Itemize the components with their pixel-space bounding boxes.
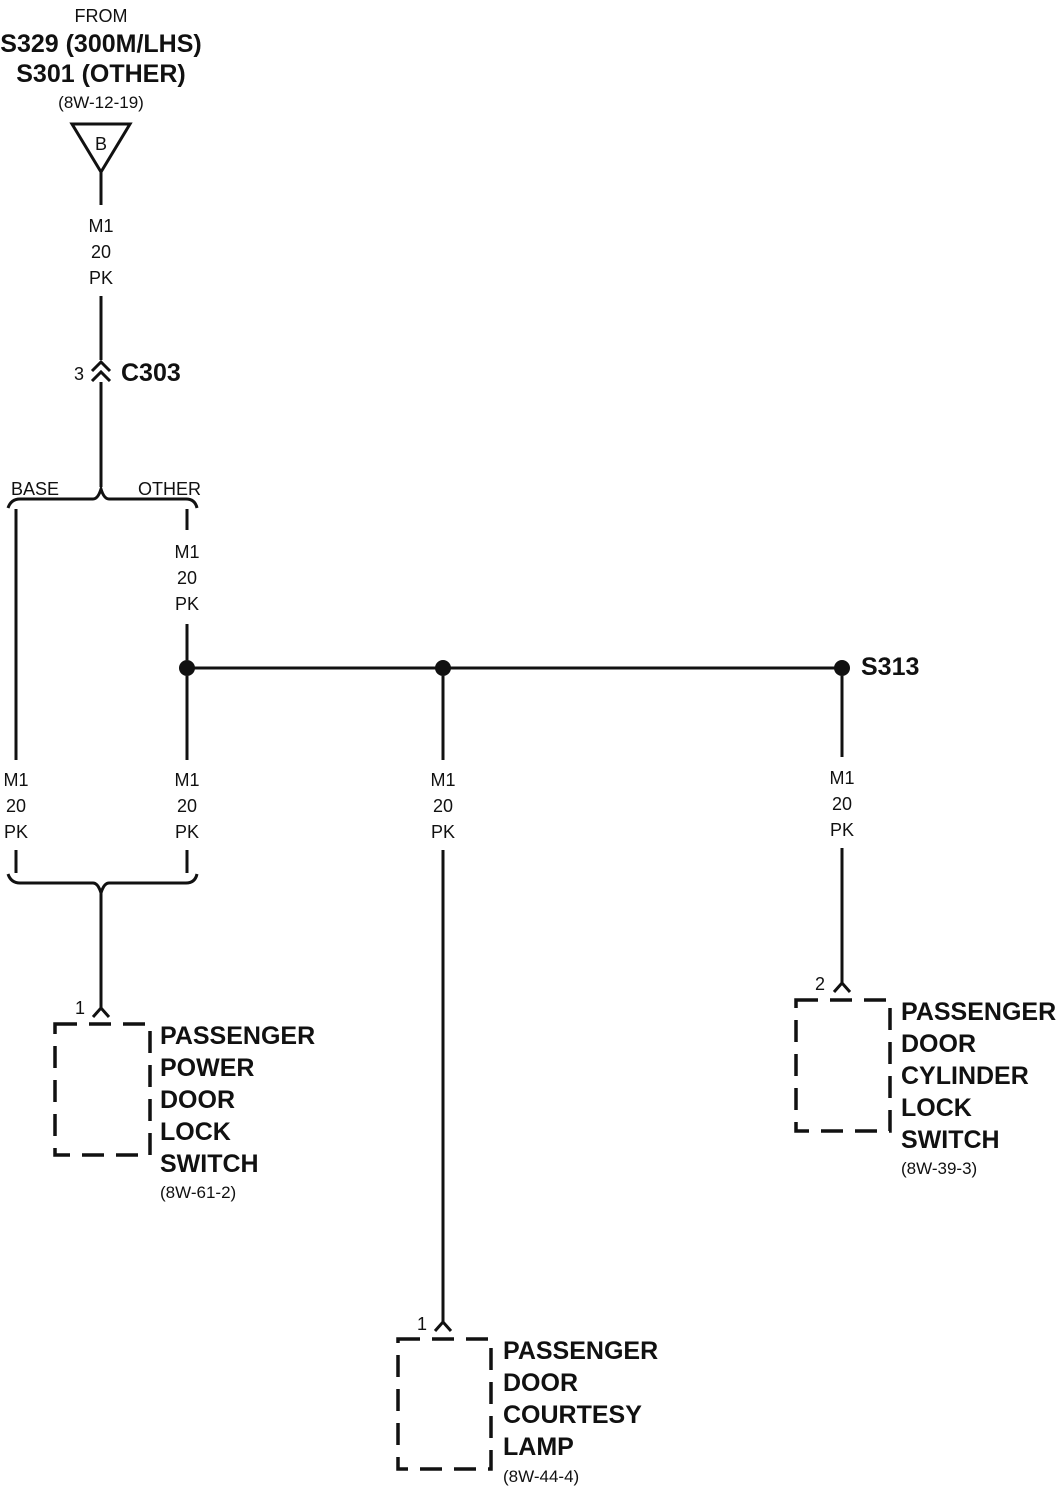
- splice-s313-label: S313: [861, 653, 919, 681]
- power-door-lock-switch-line: PASSENGER: [160, 1022, 315, 1050]
- door-courtesy-lamp-pin: 1: [417, 1314, 427, 1334]
- wire-gauge: 20: [6, 796, 26, 816]
- door-courtesy-lamp-line: COURTESY: [503, 1401, 642, 1429]
- power-door-lock-switch-pin: 1: [75, 998, 85, 1018]
- door-cylinder-lock-switch-ref: (8W-39-3): [901, 1159, 977, 1178]
- splice-s329-label: S329 (300M/LHS): [0, 30, 201, 58]
- wire-color: PK: [4, 822, 28, 842]
- door-cylinder-lock-switch-line: DOOR: [901, 1030, 976, 1058]
- option-bracket-top: [6, 483, 199, 509]
- splice-s301-label: S301 (OTHER): [16, 60, 185, 88]
- pin-connector-icon: [91, 1005, 111, 1018]
- source-ref: (8W-12-19): [58, 93, 144, 112]
- wire-color: PK: [175, 822, 199, 842]
- wire-circuit: M1: [174, 542, 199, 562]
- wire-gauge: 20: [832, 794, 852, 814]
- option-bracket-bottom: [6, 873, 199, 899]
- wire-gauge: 20: [177, 796, 197, 816]
- pin-connector-icon: [433, 1319, 453, 1332]
- from-label: FROM: [75, 6, 128, 26]
- wire-color: PK: [830, 820, 854, 840]
- c303-pin: 3: [74, 364, 84, 384]
- door-cylinder-lock-switch-box: [794, 998, 892, 1133]
- connector-c303-icon: [90, 359, 112, 383]
- wire-circuit: M1: [3, 770, 28, 790]
- option-base-label: BASE: [11, 479, 59, 499]
- connector-b-letter: B: [95, 134, 107, 154]
- door-courtesy-lamp-line: DOOR: [503, 1369, 578, 1397]
- splice-s313-dot: [834, 660, 850, 676]
- wire-color: PK: [89, 268, 113, 288]
- wire-color: PK: [175, 594, 199, 614]
- wire-color: PK: [431, 822, 455, 842]
- junction-dot: [179, 660, 195, 676]
- power-door-lock-switch-line: POWER: [160, 1054, 254, 1082]
- option-other-label: OTHER: [138, 479, 201, 499]
- wire-gauge: 20: [433, 796, 453, 816]
- door-cylinder-lock-switch-pin: 2: [815, 974, 825, 994]
- door-cylinder-lock-switch-line: LOCK: [901, 1094, 972, 1122]
- door-cylinder-lock-switch-line: PASSENGER: [901, 998, 1056, 1026]
- connector-b-triangle-icon: [69, 122, 133, 175]
- c303-label: C303: [121, 359, 181, 387]
- wire-circuit: M1: [430, 770, 455, 790]
- wire-gauge: 20: [91, 242, 111, 262]
- door-cylinder-lock-switch-line: SWITCH: [901, 1126, 1000, 1154]
- power-door-lock-switch-box: [53, 1022, 152, 1157]
- power-door-lock-switch-line: DOOR: [160, 1086, 235, 1114]
- door-courtesy-lamp-box: [396, 1337, 493, 1471]
- wire-circuit: M1: [829, 768, 854, 788]
- power-door-lock-switch-ref: (8W-61-2): [160, 1183, 236, 1202]
- wire-gauge: 20: [177, 568, 197, 588]
- door-courtesy-lamp-ref: (8W-44-4): [503, 1467, 579, 1486]
- door-cylinder-lock-switch-line: CYLINDER: [901, 1062, 1029, 1090]
- power-door-lock-switch-line: LOCK: [160, 1118, 231, 1146]
- door-courtesy-lamp-line: PASSENGER: [503, 1337, 658, 1365]
- power-door-lock-switch-line: SWITCH: [160, 1150, 259, 1178]
- junction-dot: [435, 660, 451, 676]
- wire-circuit: M1: [174, 770, 199, 790]
- door-courtesy-lamp-line: LAMP: [503, 1433, 574, 1461]
- wire-circuit: M1: [88, 216, 113, 236]
- pin-connector-icon: [832, 980, 852, 993]
